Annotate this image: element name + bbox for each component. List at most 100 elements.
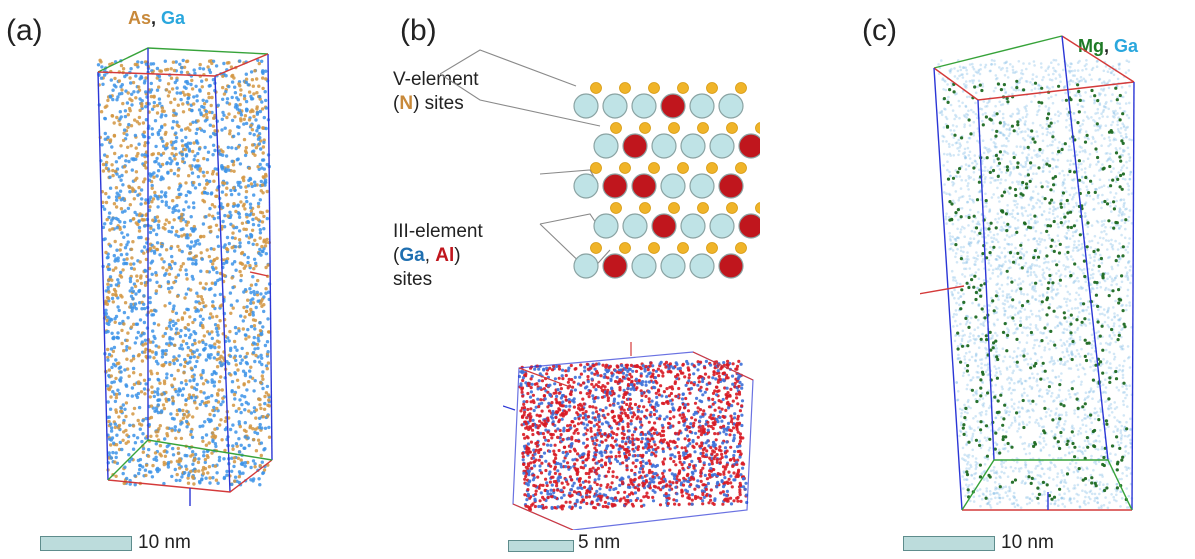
ga-atom bbox=[130, 103, 134, 107]
v-site-atom bbox=[619, 242, 631, 254]
ga-atom bbox=[264, 252, 268, 256]
ga-atom bbox=[651, 488, 655, 493]
ga-atom bbox=[721, 441, 725, 445]
al-atom bbox=[665, 400, 669, 404]
ga-atom bbox=[178, 478, 182, 483]
ga-atom bbox=[125, 345, 129, 349]
ga-atom bbox=[722, 430, 726, 434]
ga-atom bbox=[567, 366, 571, 370]
as-atom bbox=[239, 200, 243, 204]
ga-atom bbox=[568, 404, 572, 408]
al-atom bbox=[725, 363, 730, 367]
as-atom bbox=[257, 61, 261, 66]
ga-atom bbox=[230, 159, 234, 163]
as-atom bbox=[232, 456, 236, 460]
al-atom bbox=[713, 366, 717, 370]
ga-atom bbox=[559, 465, 563, 469]
ga-atom bbox=[157, 97, 162, 101]
ga-atom bbox=[581, 480, 585, 484]
ga-atom bbox=[644, 416, 649, 420]
ga-atom bbox=[686, 444, 690, 448]
al-atom bbox=[729, 420, 733, 424]
as-atom bbox=[264, 240, 268, 245]
ga-atom bbox=[638, 470, 642, 474]
ga-atom bbox=[178, 62, 182, 66]
al-atom bbox=[609, 485, 613, 489]
ga-atom bbox=[670, 453, 674, 457]
ga-atom bbox=[209, 259, 213, 263]
ga-atom bbox=[142, 245, 147, 249]
al-atom bbox=[727, 470, 731, 474]
al-atom bbox=[526, 407, 530, 412]
ga-atom bbox=[136, 193, 140, 197]
ga-atom bbox=[235, 96, 239, 100]
ga-atom bbox=[139, 188, 144, 192]
ga-atom bbox=[534, 405, 538, 409]
ga-atom bbox=[956, 147, 959, 150]
al-atom bbox=[630, 380, 634, 384]
iii-element-sites-label: III-element (Ga, Al) sites bbox=[393, 220, 483, 292]
as-atom bbox=[251, 301, 256, 305]
ga-atom bbox=[168, 156, 172, 161]
as-atom bbox=[201, 382, 206, 386]
ga-atom bbox=[258, 422, 262, 427]
as-atom bbox=[260, 220, 265, 224]
ga-atom bbox=[141, 465, 145, 469]
ga-atom bbox=[252, 406, 257, 410]
as-atom bbox=[210, 315, 215, 319]
ga-atom bbox=[160, 355, 165, 359]
as-atom bbox=[249, 365, 253, 369]
ga-atom bbox=[167, 205, 171, 210]
as-atom bbox=[198, 281, 203, 285]
as-atom bbox=[109, 374, 113, 378]
as-atom bbox=[193, 341, 197, 346]
al-atom bbox=[656, 367, 660, 371]
ga-atom bbox=[1100, 445, 1104, 449]
al-atom bbox=[584, 410, 588, 414]
al-atom bbox=[681, 413, 685, 417]
as-atom bbox=[209, 312, 213, 316]
as-atom bbox=[202, 174, 206, 178]
as-atom bbox=[120, 295, 124, 299]
as-atom bbox=[217, 388, 221, 392]
as-atom bbox=[263, 244, 268, 248]
as-atom bbox=[114, 205, 119, 209]
ga-atom bbox=[119, 270, 123, 275]
al-atom bbox=[549, 464, 553, 468]
al-atom bbox=[714, 438, 718, 442]
ga-atom bbox=[195, 359, 199, 364]
al-atom bbox=[546, 416, 550, 420]
as-atom bbox=[136, 381, 141, 386]
ga-atom bbox=[135, 436, 140, 440]
ga-atom bbox=[722, 379, 726, 383]
ga-atom bbox=[668, 488, 672, 492]
ga-atom bbox=[248, 202, 253, 206]
ga-atom bbox=[549, 488, 553, 492]
ga-atom bbox=[607, 459, 612, 463]
ga-atom bbox=[536, 387, 540, 391]
ga-atom bbox=[207, 287, 212, 292]
ga-atom bbox=[203, 460, 207, 465]
ga-atom bbox=[252, 477, 256, 481]
ga-atom bbox=[128, 276, 133, 281]
ga-atom bbox=[167, 398, 171, 402]
al-atom bbox=[648, 462, 652, 466]
as-atom bbox=[193, 401, 197, 405]
ga-atom bbox=[528, 395, 533, 399]
al-atom bbox=[624, 442, 628, 446]
al-atom bbox=[691, 424, 696, 428]
ga-atom bbox=[673, 477, 677, 481]
al-atom bbox=[705, 477, 709, 481]
ga-atom bbox=[560, 417, 564, 421]
as-atom bbox=[112, 121, 116, 125]
al-atom bbox=[577, 479, 581, 483]
al-atom bbox=[689, 483, 693, 487]
al-atom bbox=[557, 448, 561, 453]
as-atom bbox=[167, 186, 171, 190]
al-atom bbox=[725, 401, 729, 406]
as-atom bbox=[247, 90, 252, 94]
al-atom bbox=[542, 442, 546, 446]
as-atom bbox=[124, 154, 129, 158]
al-atom bbox=[604, 474, 608, 478]
ga-atom bbox=[129, 266, 134, 270]
